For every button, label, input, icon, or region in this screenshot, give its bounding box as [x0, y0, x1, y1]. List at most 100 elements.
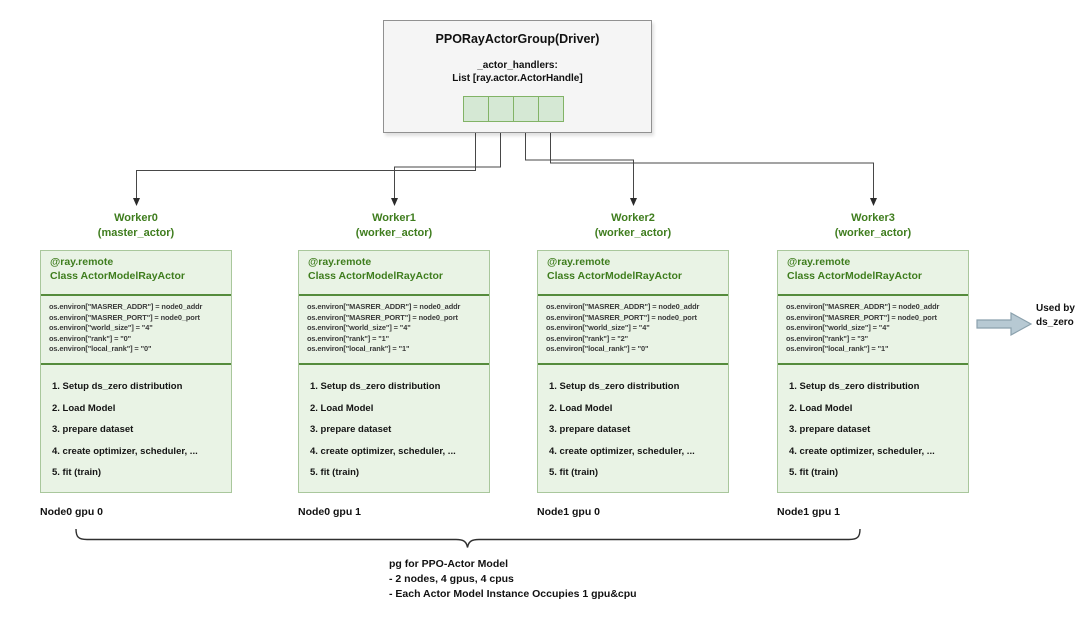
actor-handle-slot	[488, 96, 514, 122]
worker-title: Worker1 (worker_actor)	[298, 211, 490, 246]
actor-class-box: @ray.remote Class ActorModelRayActor os.…	[537, 250, 729, 493]
ray-remote-decorator: @ray.remote	[50, 256, 114, 268]
env-line: os.environ["MASRER_ADDR"] = node0_addr	[307, 302, 461, 311]
step-item: 2. Load Model	[789, 402, 853, 414]
env-line: os.environ["rank"] = "3"	[786, 333, 869, 343]
worker-role: (worker_actor)	[594, 226, 672, 239]
ray-remote-decorator: @ray.remote	[547, 256, 611, 268]
worker-group-1: Worker1 (worker_actor) @ray.remote Class…	[298, 211, 490, 518]
pg-annotation-line1: pg for PPO-Actor Model	[389, 558, 508, 570]
divider	[299, 363, 489, 365]
env-line: os.environ["MASRER_ADDR"] = node0_addr	[49, 302, 203, 311]
step-item: 1. Setup ds_zero distribution	[549, 381, 680, 392]
step-item: 3. prepare dataset	[52, 424, 134, 435]
actor-handle-slot	[463, 96, 489, 122]
arrowhead-icon	[133, 198, 877, 206]
steps-list: 1. Setup ds_zero distribution 2. Load Mo…	[52, 376, 227, 484]
step-item: 2. Load Model	[52, 402, 116, 414]
env-line: os.environ["local_rank"] = "0"	[546, 344, 649, 353]
step-item: 5. fit (train)	[789, 467, 839, 478]
env-line: os.environ["rank"] = "2"	[546, 333, 629, 343]
step-item: 3. prepare dataset	[310, 424, 392, 435]
divider	[778, 294, 968, 296]
env-line: os.environ["MASRER_PORT"] = node0_port	[546, 312, 697, 322]
step-item: 2. Load Model	[310, 402, 374, 414]
worker-role: (master_actor)	[97, 226, 175, 239]
divider	[538, 363, 728, 365]
actor-class-box: @ray.remote Class ActorModelRayActor os.…	[298, 250, 490, 493]
worker-name: Worker0	[114, 212, 158, 224]
worker-role: (worker_actor)	[355, 226, 433, 239]
actor-class-box: @ray.remote Class ActorModelRayActor os.…	[777, 250, 969, 493]
env-line: os.environ["rank"] = "0"	[49, 333, 132, 343]
env-line: os.environ["MASRER_ADDR"] = node0_addr	[786, 302, 940, 311]
actor-handlers-line2: List [ray.actor.ActorHandle]	[452, 73, 583, 84]
step-item: 1. Setup ds_zero distribution	[52, 381, 183, 392]
step-item: 3. prepare dataset	[549, 424, 631, 435]
step-item: 5. fit (train)	[549, 467, 599, 478]
divider	[778, 363, 968, 365]
node-gpu-label: Node1 gpu 1	[777, 506, 841, 518]
env-line: os.environ["rank"] = "1"	[307, 333, 390, 343]
worker-group-3: Worker3 (worker_actor) @ray.remote Class…	[777, 211, 969, 518]
env-block: os.environ["MASRER_ADDR"] = node0_addr o…	[546, 302, 726, 355]
actor-class-name: Class ActorModelRayActor	[787, 269, 922, 282]
actor-handlers-label: _actor_handlers: List [ray.actor.ActorHa…	[384, 59, 651, 85]
node-gpu-label: Node1 gpu 0	[537, 506, 601, 518]
actor-handle-slots	[463, 96, 564, 122]
env-line: os.environ["local_rank"] = "1"	[786, 344, 889, 353]
used-by-line2: ds_zero	[1036, 316, 1074, 328]
env-line: os.environ["MASRER_PORT"] = node0_port	[786, 312, 937, 322]
divider	[41, 294, 231, 296]
env-line: os.environ["MASRER_PORT"] = node0_port	[307, 312, 458, 322]
divider	[41, 363, 231, 365]
worker-title: Worker0 (master_actor)	[40, 211, 232, 246]
step-item: 5. fit (train)	[52, 467, 102, 478]
actor-class-header: @ray.remote Class ActorModelRayActor	[547, 256, 724, 283]
env-line: os.environ["world_size"] = "4"	[546, 323, 650, 332]
ray-remote-decorator: @ray.remote	[308, 256, 372, 268]
worker-name: Worker1	[372, 212, 416, 224]
env-line: os.environ["MASRER_PORT"] = node0_port	[49, 312, 200, 322]
divider	[299, 294, 489, 296]
used-by-arrow-icon	[976, 311, 1033, 337]
pg-annotation: pg for PPO-Actor Model - 2 nodes, 4 gpus…	[389, 557, 637, 602]
env-block: os.environ["MASRER_ADDR"] = node0_addr o…	[307, 302, 487, 355]
worker-group-2: Worker2 (worker_actor) @ray.remote Class…	[537, 211, 729, 518]
step-item: 5. fit (train)	[310, 467, 360, 478]
step-item: 4. create optimizer, scheduler, ...	[310, 445, 456, 457]
steps-list: 1. Setup ds_zero distribution 2. Load Mo…	[789, 376, 964, 484]
steps-list: 1. Setup ds_zero distribution 2. Load Mo…	[310, 376, 485, 484]
node-gpu-label: Node0 gpu 0	[40, 506, 104, 518]
step-item: 3. prepare dataset	[789, 424, 871, 435]
step-item: 2. Load Model	[549, 402, 613, 414]
actor-class-header: @ray.remote Class ActorModelRayActor	[308, 256, 485, 283]
actor-class-name: Class ActorModelRayActor	[50, 269, 185, 282]
env-block: os.environ["MASRER_ADDR"] = node0_addr o…	[49, 302, 229, 355]
ray-remote-decorator: @ray.remote	[787, 256, 851, 268]
env-line: os.environ["world_size"] = "4"	[49, 323, 153, 332]
steps-list: 1. Setup ds_zero distribution 2. Load Mo…	[549, 376, 724, 484]
step-item: 1. Setup ds_zero distribution	[789, 381, 920, 392]
worker-name: Worker3	[851, 212, 895, 224]
actor-handle-slot	[538, 96, 564, 122]
actor-class-box: @ray.remote Class ActorModelRayActor os.…	[40, 250, 232, 493]
used-by-label: Used by ds_zero	[1036, 302, 1075, 329]
actor-class-name: Class ActorModelRayActor	[308, 269, 443, 282]
actor-class-name: Class ActorModelRayActor	[547, 269, 682, 282]
driver-box: PPORayActorGroup(Driver) _actor_handlers…	[383, 20, 652, 133]
actor-handle-slot	[513, 96, 539, 122]
env-line: os.environ["local_rank"] = "1"	[307, 344, 410, 353]
node-gpu-label: Node0 gpu 1	[298, 506, 362, 518]
actor-handlers-line1: _actor_handlers:	[477, 60, 558, 71]
driver-title: PPORayActorGroup(Driver)	[435, 32, 600, 46]
env-line: os.environ["world_size"] = "4"	[307, 323, 411, 332]
pg-annotation-line2: - 2 nodes, 4 gpus, 4 cpus	[389, 573, 514, 585]
worker-name: Worker2	[611, 212, 655, 224]
step-item: 4. create optimizer, scheduler, ...	[789, 445, 935, 457]
used-by-line1: Used by	[1036, 303, 1075, 314]
pg-annotation-line3: - Each Actor Model Instance Occupies 1 g…	[389, 588, 637, 600]
step-item: 4. create optimizer, scheduler, ...	[549, 445, 695, 457]
step-item: 1. Setup ds_zero distribution	[310, 381, 441, 392]
